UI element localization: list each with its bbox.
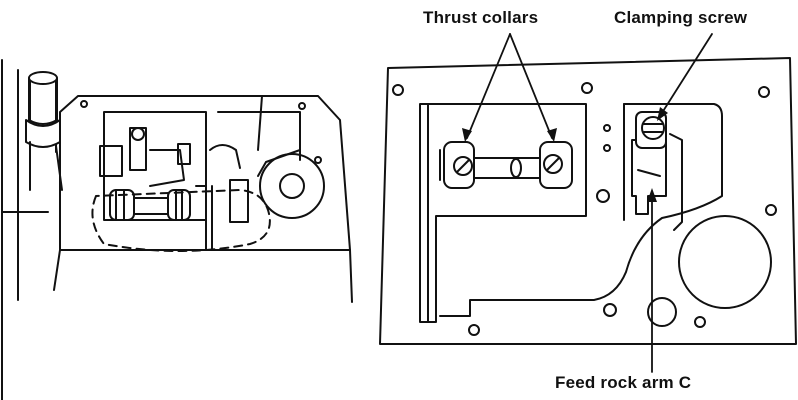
thrust-collars-label: Thrust collars (423, 8, 539, 27)
callout-arrows (462, 33, 713, 373)
plate-screw-hole (603, 303, 617, 317)
cover-recess (217, 111, 301, 161)
machine-bed-front (53, 249, 353, 303)
small-round-boss (647, 297, 677, 327)
bed-plate-outline (379, 57, 797, 345)
thrust-collar-right (539, 141, 573, 189)
arrowhead (462, 128, 472, 142)
arrowhead (647, 188, 657, 202)
detail-view (379, 57, 797, 345)
plate-screw-hole (603, 124, 611, 132)
plate-screw-hole (603, 144, 611, 152)
feed-rock-arm-c-label: Feed rock arm C (555, 373, 692, 392)
clamping-screw-label: Clamping screw (614, 8, 748, 27)
round-plate-opening (678, 215, 772, 309)
overview-rock-shaft (109, 189, 191, 221)
right-cutout (439, 103, 723, 317)
thrust-collars-leader (466, 33, 511, 139)
arrowhead (657, 107, 668, 121)
plate-screw-hole (596, 189, 610, 203)
plate-screw-hole (694, 316, 706, 328)
plate-screw-hole (468, 324, 480, 336)
left-cutout (419, 103, 587, 323)
clamping-screw-head (641, 116, 665, 140)
clamping-screw-leader (659, 33, 713, 117)
feed-rock-arm-c (631, 111, 683, 231)
arrowhead (547, 128, 557, 142)
plate-screw-hole (765, 204, 777, 216)
plate-screw-hole (581, 82, 593, 94)
overview-linkage (99, 95, 263, 251)
plate-screw-hole (392, 84, 404, 96)
thrust-collar-left (439, 141, 475, 189)
presser-bar-post (25, 71, 63, 191)
plate-screw-hole (758, 86, 770, 98)
detail-highlight-outline (91, 189, 271, 252)
overview-view (1, 59, 353, 400)
overview-round-plate (257, 149, 325, 219)
thrust-collars-leader (509, 33, 553, 139)
